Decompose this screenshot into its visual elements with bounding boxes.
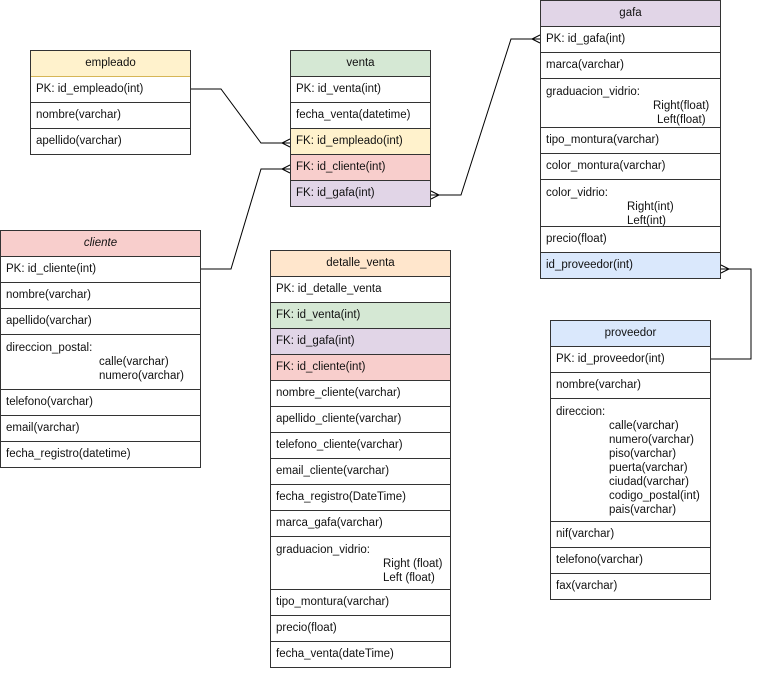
link-cliente-venta (201, 168, 290, 270)
entity-title: cliente (1, 231, 200, 257)
field: precio(float) (271, 616, 450, 642)
field: telefono_cliente(varchar) (271, 433, 450, 459)
field: email(varchar) (1, 416, 200, 442)
field-label: direccion_postal: (6, 342, 93, 354)
field-label: graduacion_vidrio: (546, 86, 640, 98)
field: telefono(varchar) (1, 390, 200, 416)
field-fk-gafa: FK: id_gafa(int) (271, 329, 450, 355)
subfield: calle(varchar) (99, 356, 169, 368)
subfield: puerta(varchar) (609, 462, 688, 474)
field: fecha_registro(DateTime) (271, 485, 450, 511)
field: fax(varchar) (556, 580, 618, 592)
field-fk-proveedor: id_proveedor(int) (541, 253, 720, 278)
subfield: Left(float) (657, 114, 706, 126)
field-pk: PK: id_detalle_venta (271, 277, 450, 303)
field: apellido_cliente(varchar) (271, 407, 450, 433)
subfield: Left (float) (383, 572, 435, 584)
entity-proveedor[interactable]: proveedor PK: id_proveedor(int) nombre(v… (550, 320, 711, 600)
field-pk: PK: id_cliente(int) (1, 257, 200, 283)
field-pk: PK: id_empleado(int) (31, 77, 190, 103)
field-composite: direccion_postal: calle(varchar) numero(… (1, 335, 200, 390)
subfield: Right(int) (627, 201, 674, 213)
field: nombre(varchar) (31, 103, 190, 129)
field: apellido(varchar) (36, 135, 122, 147)
subfield: numero(varchar) (99, 370, 184, 382)
field-pk: PK: id_venta(int) (291, 77, 430, 103)
field: email_cliente(varchar) (271, 459, 450, 485)
entity-title: proveedor (551, 321, 710, 347)
field: tipo_montura(varchar) (271, 590, 450, 616)
entity-cliente[interactable]: cliente PK: id_cliente(int) nombre(varch… (0, 230, 201, 468)
field: fecha_venta(dateTime) (276, 648, 394, 660)
field-fk-cliente: FK: id_cliente(int) (271, 355, 450, 381)
subfield: numero(varchar) (609, 434, 694, 446)
field-label: graduacion_vidrio: (276, 544, 370, 556)
crowfoot-cliente-venta (280, 164, 291, 174)
field-fk-empleado: FK: id_empleado(int) (291, 129, 430, 155)
subfield: piso(varchar) (609, 448, 677, 460)
subfield: calle(varchar) (609, 420, 679, 432)
entity-title: empleado (31, 51, 190, 77)
field-pk: PK: id_gafa(int) (541, 27, 720, 53)
field-composite: graduacion_vidrio: Right(float) Left(flo… (541, 79, 720, 128)
link-empleado-venta (191, 88, 290, 144)
link-venta-gafa (431, 38, 540, 196)
crowfoot-venta-gafa-a (430, 190, 441, 200)
subfield: Left(int) (627, 215, 666, 227)
field-composite: graduacion_vidrio: Right (float) Left (f… (271, 537, 450, 590)
entity-detalle-venta[interactable]: detalle_venta PK: id_detalle_venta FK: i… (270, 250, 451, 668)
field: apellido(varchar) (1, 309, 200, 335)
field: telefono(varchar) (551, 548, 710, 574)
field-fk-venta: FK: id_venta(int) (271, 303, 450, 329)
crowfoot-venta-gafa-b (530, 34, 541, 44)
subfield: pais(varchar) (609, 504, 677, 516)
entity-title: detalle_venta (271, 251, 450, 277)
field-label: direccion: (556, 406, 606, 418)
field: fecha_venta(datetime) (291, 103, 430, 129)
subfield: codigo_postal(int) (609, 490, 700, 502)
field: color_montura(varchar) (541, 154, 720, 180)
entity-title: venta (291, 51, 430, 77)
field-pk: PK: id_proveedor(int) (551, 347, 710, 373)
field: nombre_cliente(varchar) (271, 381, 450, 407)
field-composite: direccion: calle(varchar) numero(varchar… (551, 399, 710, 522)
field-fk-cliente: FK: id_cliente(int) (291, 155, 430, 181)
field: precio(float) (541, 227, 720, 253)
crowfoot-gafa-proveedor (720, 264, 731, 274)
field: nombre(varchar) (1, 283, 200, 309)
field-composite: color_vidrio: Right(int) Left(int) (541, 180, 720, 227)
field: marca_gafa(varchar) (271, 511, 450, 537)
crowfoot-empleado-venta (280, 138, 291, 148)
field-label: color_vidrio: (546, 187, 608, 199)
subfield: ciudad(varchar) (609, 476, 689, 488)
field: nif(varchar) (551, 522, 710, 548)
entity-venta[interactable]: venta PK: id_venta(int) fecha_venta(date… (290, 50, 431, 207)
field-fk-gafa: FK: id_gafa(int) (291, 181, 430, 206)
field: fecha_registro(datetime) (6, 448, 131, 460)
field: tipo_montura(varchar) (541, 128, 720, 154)
subfield: Right(float) (653, 100, 710, 112)
link-gafa-proveedor (711, 268, 752, 360)
entity-title: gafa (541, 1, 720, 27)
entity-empleado[interactable]: empleado PK: id_empleado(int) nombre(var… (30, 50, 191, 155)
field: nombre(varchar) (551, 373, 710, 399)
subfield: Right (float) (383, 558, 443, 570)
entity-gafa[interactable]: gafa PK: id_gafa(int) marca(varchar) gra… (540, 0, 721, 279)
field: marca(varchar) (541, 53, 720, 79)
